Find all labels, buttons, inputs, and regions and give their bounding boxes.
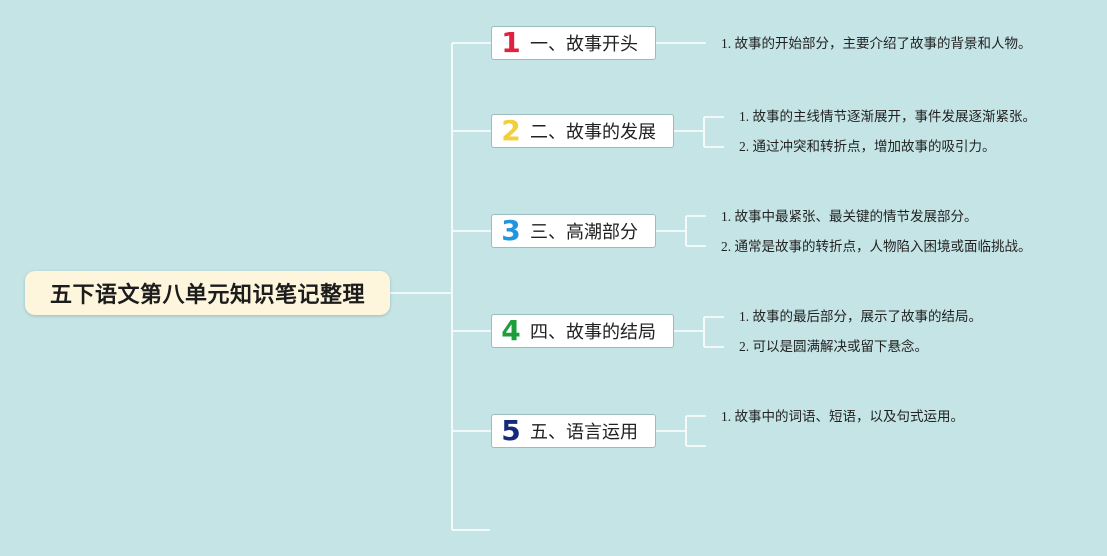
branch-title: 一、故事开头 [530, 34, 638, 55]
leaf-note[interactable]: 2. 可以是圆满解决或留下悬念。 [739, 339, 928, 354]
branch-title: 四、故事的结局 [530, 322, 656, 343]
leaf-note[interactable]: 1. 故事的主线情节逐渐展开，事件发展逐渐紧张。 [739, 109, 1036, 124]
branch-story-ending[interactable]: 4 四、故事的结局 [491, 314, 674, 348]
number-two-icon: 2 [501, 114, 521, 147]
leaf-note[interactable]: 2. 通常是故事的转折点，人物陷入困境或面临挑战。 [721, 239, 1032, 254]
branch-language-use[interactable]: 5 五、语言运用 [491, 414, 656, 448]
number-four-icon: 4 [501, 314, 521, 347]
leaf-note[interactable]: 1. 故事的最后部分，展示了故事的结局。 [739, 309, 982, 324]
root-topic[interactable]: 五下语文第八单元知识笔记整理 [25, 271, 390, 315]
leaf-note[interactable]: 1. 故事中的词语、短语，以及句式运用。 [721, 409, 964, 424]
branch-story-opening[interactable]: 1 一、故事开头 [491, 26, 656, 60]
branch-title: 二、故事的发展 [530, 122, 656, 143]
number-five-icon: 5 [501, 414, 521, 447]
branch-title: 五、语言运用 [530, 422, 638, 443]
branch-climax[interactable]: 3 三、高潮部分 [491, 214, 656, 248]
branch-story-development[interactable]: 2 二、故事的发展 [491, 114, 674, 148]
number-three-icon: 3 [501, 214, 521, 247]
leaf-note[interactable]: 1. 故事中最紧张、最关键的情节发展部分。 [721, 209, 978, 224]
root-title: 五下语文第八单元知识笔记整理 [49, 283, 365, 308]
leaf-note[interactable]: 1. 故事的开始部分，主要介绍了故事的背景和人物。 [721, 36, 1032, 51]
leaf-note[interactable]: 2. 通过冲突和转折点，增加故事的吸引力。 [739, 139, 996, 154]
branch-title: 三、高潮部分 [530, 222, 638, 243]
number-one-icon: 1 [501, 26, 521, 59]
